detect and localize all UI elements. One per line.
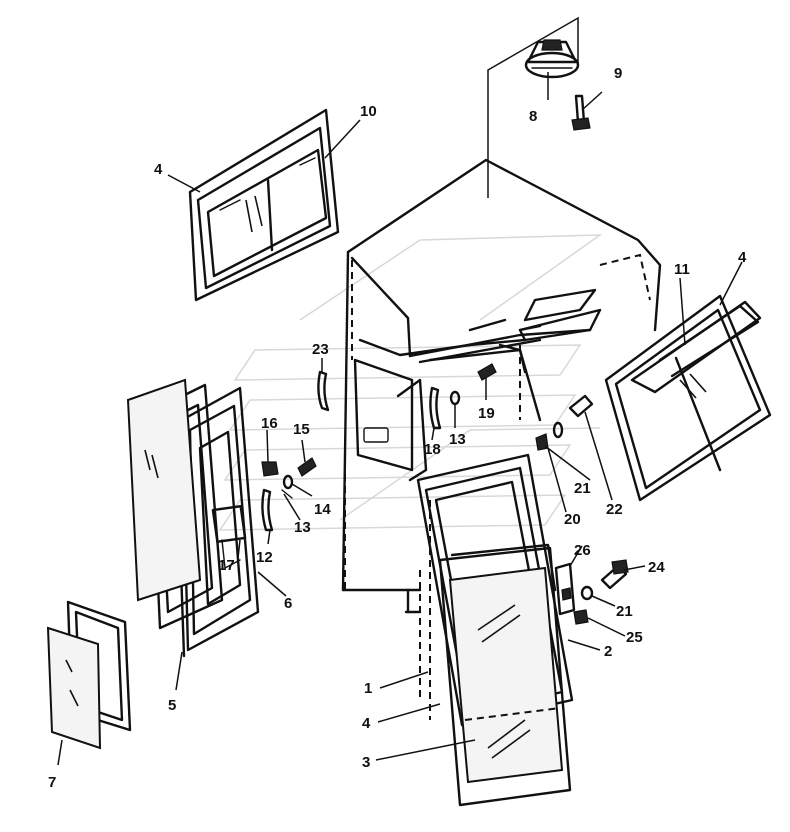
side-door-glass <box>126 378 202 602</box>
callout-6: 6 <box>284 595 292 612</box>
callout-labels: 1 2 3 4 4 4 5 6 7 8 9 10 11 12 13 13 14 … <box>48 65 747 791</box>
washer-13a <box>282 474 294 490</box>
callout-22: 22 <box>606 501 623 518</box>
callout-11: 11 <box>674 261 690 278</box>
bolt-19 <box>477 363 497 381</box>
cab-door-latch <box>363 427 389 443</box>
callout-1: 1 <box>364 680 372 697</box>
washer-21a <box>552 421 564 439</box>
bolt-15 <box>297 457 317 477</box>
callout-20: 20 <box>564 511 581 528</box>
callout-21-upper: 21 <box>574 480 591 497</box>
handle-18 <box>429 386 442 430</box>
callout-8: 8 <box>529 108 537 125</box>
callout-15: 15 <box>293 421 310 438</box>
right-sliding-window <box>604 294 772 502</box>
callout-14: 14 <box>314 501 331 518</box>
callout-12: 12 <box>256 549 273 566</box>
washer-13b <box>449 390 461 406</box>
callout-10: 10 <box>360 103 377 120</box>
callout-4-door: 4 <box>362 715 371 732</box>
nut-25 <box>573 609 589 625</box>
roof-fan-8 <box>524 39 580 79</box>
callout-18: 18 <box>424 441 441 458</box>
callout-17: 17 <box>218 557 235 574</box>
handle-12 <box>261 488 274 532</box>
callout-13-left: 13 <box>294 519 311 536</box>
callout-13-center: 13 <box>449 431 466 448</box>
callout-9: 9 <box>614 65 622 82</box>
small-window-7 <box>46 600 132 750</box>
watermark-logo <box>218 234 603 531</box>
door-lower-glass-frame <box>438 546 572 807</box>
callout-16: 16 <box>261 415 278 432</box>
callout-4-upper-window: 4 <box>154 161 163 178</box>
bolt-24 <box>600 559 629 590</box>
callout-3: 3 <box>362 754 370 771</box>
door-upper-glass <box>450 543 557 592</box>
callout-5: 5 <box>168 697 176 714</box>
leader-lines <box>57 16 743 766</box>
callout-19: 19 <box>478 405 495 422</box>
callout-7: 7 <box>48 774 56 791</box>
callout-25: 25 <box>626 629 643 646</box>
callout-23: 23 <box>312 341 329 358</box>
callout-4-right-window: 4 <box>738 249 747 266</box>
upper-sliding-window <box>188 108 340 302</box>
bolt-9 <box>571 94 591 131</box>
callout-26: 26 <box>574 542 591 559</box>
callout-21-lower: 21 <box>616 603 633 620</box>
callout-24: 24 <box>648 559 665 576</box>
washer-21b <box>580 585 594 601</box>
bracket-26 <box>554 562 576 616</box>
bolt-22 <box>568 394 594 418</box>
knob-16 <box>261 461 279 477</box>
callout-2: 2 <box>604 643 612 660</box>
part-14 <box>281 489 293 499</box>
handle-23 <box>317 370 330 412</box>
cab-body <box>341 158 662 700</box>
